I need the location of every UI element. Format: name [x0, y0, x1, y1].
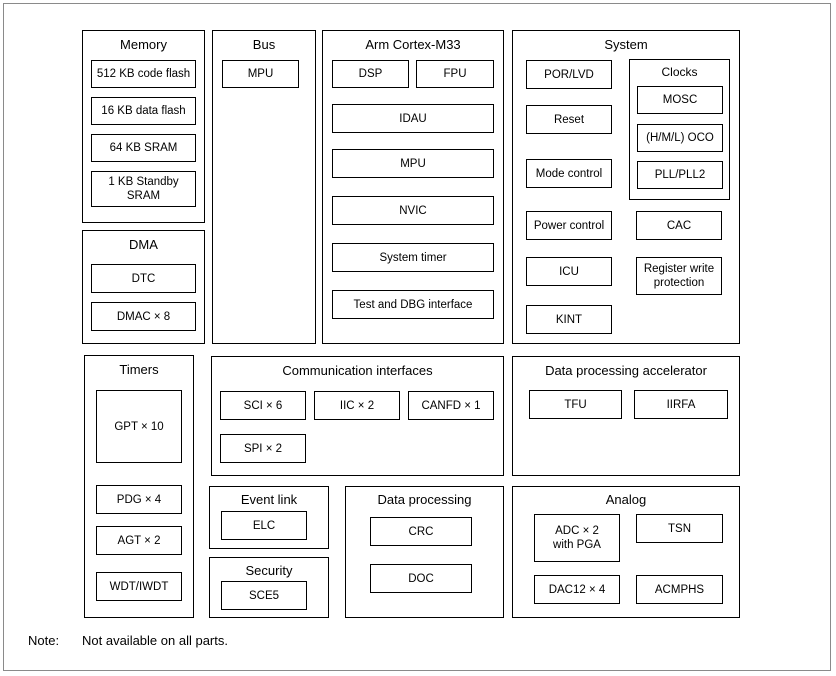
timer-pdg: PDG × 4: [96, 485, 182, 514]
arm-test-dbg: Test and DBG interface: [332, 290, 494, 319]
comm-spi: SPI × 2: [220, 434, 306, 463]
system-kint: KINT: [526, 305, 612, 334]
analog-title: Analog: [605, 492, 647, 507]
memory-standby-sram: 1 KB Standby SRAM: [91, 171, 196, 207]
system-cac: CAC: [636, 211, 722, 240]
dma-dmac: DMAC × 8: [91, 302, 196, 331]
security-group: Security SCE5: [209, 557, 329, 618]
data-processing-accelerator-title: Data processing accelerator: [545, 363, 707, 378]
clocks-group: Clocks MOSC (H/M/L) OCO PLL/PLL2: [629, 59, 730, 200]
memory-group: Memory 512 KB code flash 16 KB data flas…: [82, 30, 205, 223]
clock-pll: PLL/PLL2: [637, 161, 723, 189]
comm-iic: IIC × 2: [314, 391, 400, 420]
memory-title: Memory: [120, 37, 167, 52]
clock-oco: (H/M/L) OCO: [637, 124, 723, 152]
dpa-iirfa: IIRFA: [634, 390, 728, 419]
system-register-write-protection: Register write protection: [636, 257, 722, 295]
note-label: Note:: [28, 633, 60, 648]
dpa-tfu: TFU: [529, 390, 622, 419]
arm-idau: IDAU: [332, 104, 494, 133]
timers-group: Timers GPT × 10 PDG × 4 AGT × 2 WDT/IWDT: [84, 355, 194, 618]
arm-mpu: MPU: [332, 149, 494, 178]
security-sce5: SCE5: [221, 581, 307, 610]
note-text: Not available on all parts.: [82, 633, 228, 648]
security-title: Security: [245, 563, 293, 578]
analog-dac12: DAC12 × 4: [534, 575, 620, 604]
dma-group: DMA DTC DMAC × 8: [82, 230, 205, 344]
system-group: System POR/LVD Reset Mode control Power …: [512, 30, 740, 344]
system-por-lvd: POR/LVD: [526, 60, 612, 89]
diagram-frame: [3, 3, 831, 671]
memory-code-flash: 512 KB code flash: [91, 60, 196, 88]
analog-adc: ADC × 2 with PGA: [534, 514, 620, 562]
arm-nvic: NVIC: [332, 196, 494, 225]
bus-mpu: MPU: [222, 60, 299, 88]
memory-data-flash: 16 KB data flash: [91, 97, 196, 125]
arm-dsp: DSP: [332, 60, 409, 88]
analog-tsn: TSN: [636, 514, 723, 543]
clocks-title: Clocks: [661, 65, 698, 79]
memory-sram: 64 KB SRAM: [91, 134, 196, 162]
dma-title: DMA: [129, 237, 158, 252]
bus-group: Bus MPU: [212, 30, 316, 344]
comm-canfd: CANFD × 1: [408, 391, 494, 420]
communication-interfaces-title: Communication interfaces: [282, 363, 433, 378]
data-processing-title: Data processing: [377, 492, 472, 507]
comm-sci: SCI × 6: [220, 391, 306, 420]
data-processing-doc: DOC: [370, 564, 472, 593]
system-reset: Reset: [526, 105, 612, 134]
arm-cortex-group: Arm Cortex-M33 DSP FPU IDAU MPU NVIC Sys…: [322, 30, 504, 344]
system-power-control: Power control: [526, 211, 612, 240]
data-processing-crc: CRC: [370, 517, 472, 546]
analog-acmphs: ACMPHS: [636, 575, 723, 604]
data-processing-group: Data processing CRC DOC: [345, 486, 504, 618]
arm-cortex-title: Arm Cortex-M33: [365, 37, 461, 52]
arm-system-timer: System timer: [332, 243, 494, 272]
clock-mosc: MOSC: [637, 86, 723, 114]
timers-title: Timers: [119, 362, 159, 377]
timer-gpt: GPT × 10: [96, 390, 182, 463]
data-processing-accelerator-group: Data processing accelerator TFU IIRFA: [512, 356, 740, 476]
event-link-elc: ELC: [221, 511, 307, 540]
timer-wdt: WDT/IWDT: [96, 572, 182, 601]
system-title: System: [604, 37, 648, 52]
analog-group: Analog ADC × 2 with PGA TSN DAC12 × 4 AC…: [512, 486, 740, 618]
timer-agt: AGT × 2: [96, 526, 182, 555]
bus-title: Bus: [252, 37, 276, 52]
event-link-title: Event link: [240, 492, 298, 507]
system-mode-control: Mode control: [526, 159, 612, 188]
event-link-group: Event link ELC: [209, 486, 329, 549]
system-icu: ICU: [526, 257, 612, 286]
communication-interfaces-group: Communication interfaces SCI × 6 IIC × 2…: [211, 356, 504, 476]
dma-dtc: DTC: [91, 264, 196, 293]
arm-fpu: FPU: [416, 60, 494, 88]
